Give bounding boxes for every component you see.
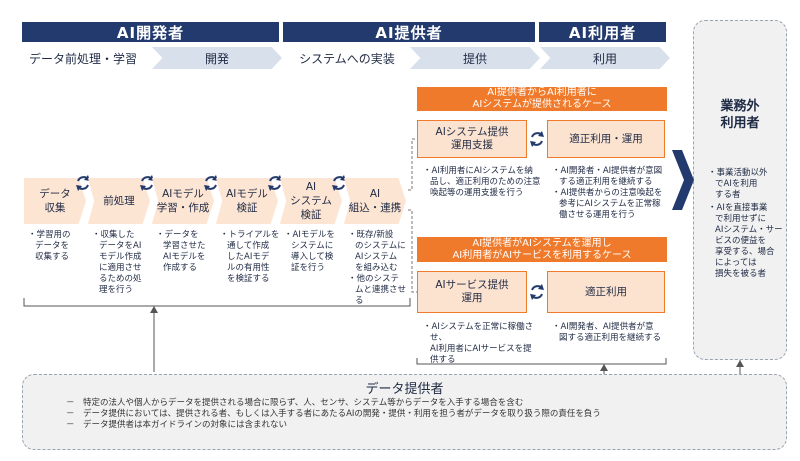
cycle-icon: [76, 175, 90, 191]
process-step-notes: ・データを 学習させた AIモデルを 作成する: [156, 230, 216, 274]
case2-service-notes: ・AIシステムを正常に稼働させ、 AI利用者にAIサービスを提 供する: [423, 322, 543, 366]
case2-proper-use-note: ・AI開発者、AI提供者が意 図する適正利用を継続する: [552, 322, 662, 343]
case1-proper-use-box: 適正利用・運用: [547, 120, 665, 158]
phase-implement: システムへの実装: [299, 51, 395, 66]
cycle-icon: [204, 175, 218, 191]
case2-service-note: ・AIシステムを正常に稼働させ、 AI利用者にAIサービスを提 供する: [423, 322, 534, 365]
cycle-icon: [332, 175, 346, 191]
case1-support-notes: ・AI利用者にAIシステムを納 品し、適正利用のための注意 喚起等の運用支援を行…: [423, 166, 543, 199]
case2-proper-use-box: 適正利用: [547, 271, 665, 313]
process-step-note: ・学習用の データを 収集する: [28, 230, 71, 262]
process-step-notes: ・AIモデルを システムに 導入して検 証を行う: [284, 230, 344, 274]
data-provider-item: － データ提供においては、提供される者、もしくは入手する者にあたるAIの開発・提…: [66, 409, 601, 419]
data-provider-items: － 特定の法人や個人からデータを提供される場合に限らず、人、センサ、システム等か…: [66, 398, 766, 431]
process-step-notes: ・学習用の データを 収集する: [28, 230, 88, 263]
case1-banner: AI提供者からAI利用者に AIシステムが提供されるケース: [417, 87, 667, 111]
header-ai-provider: AI提供者: [283, 22, 535, 42]
data-provider-panel: [22, 374, 787, 450]
process-step-notes: ・既存/新設 のシステムに AIシステム を組み込む・他のシステ ムと連携させ …: [348, 230, 408, 307]
process-step: 前処理: [88, 178, 150, 224]
cycle-icon: [140, 175, 154, 191]
process-step-note: ・AIモデルを システムに 導入して検 証を行う: [284, 230, 335, 273]
phase-provide: 提供: [410, 47, 540, 69]
phase-use: 利用: [540, 47, 670, 69]
process-step-note: ・データを 学習させた AIモデルを 作成する: [156, 230, 206, 273]
data-provider-item: － データ提供者は本ガイドラインの対象には含まれない: [66, 420, 288, 430]
phase-develop: 開発: [152, 47, 282, 69]
case1-support-box: AIシステム提供 運用支援: [417, 120, 527, 158]
phase-develop-label: 開発: [204, 51, 229, 66]
case2-banner: AI提供者がAIシステムを運用し AI利用者がAIサービスを利用するケース: [417, 237, 667, 262]
phase-provide-label: 提供: [462, 51, 487, 66]
case1-proper-use-notes: ・AI開発者・AI提供者が意図 する適正利用を継続する ・AI提供者からの注意喚…: [552, 166, 672, 221]
outside-user-notes: ・事業活動以外 でAIを利用 する者 ・AIを直接事業 で利用せずに AIシステ…: [708, 168, 784, 280]
process-step-note: ・既存/新設 のシステムに AIシステム を組み込む: [348, 230, 406, 273]
cycle-icon: [530, 284, 544, 300]
process-step-note: ・収集した データをAI モデル作成 に適用させ るための処 理を行う: [92, 230, 142, 295]
arrow-to-outside-user: [672, 150, 694, 210]
data-provider-item: － 特定の法人や個人からデータを提供される場合に限らず、人、センサ、システム等か…: [66, 398, 524, 408]
process-step: AIモデル 検証: [216, 178, 278, 224]
phase-data-prep: データ前処理・学習: [28, 51, 137, 66]
case1-proper-use-note: ・AI提供者からの注意喚起を 参考にAIシステムを正常稼 働させる運用を行う: [552, 188, 663, 220]
outside-user-title: 業務外 利用者: [720, 99, 760, 131]
process-step: データ 収集: [24, 178, 86, 224]
cycle-icon: [268, 175, 282, 191]
header-ai-developer: AI開発者: [22, 22, 279, 42]
process-step-notes: ・トライアルを 通して作成 したAIモデ ルの有用性 を検証する: [220, 230, 280, 285]
cycle-icon: [530, 131, 544, 147]
case1-support-note: ・AI利用者にAIシステムを納 品し、適正利用のための注意 喚起等の運用支援を行…: [423, 166, 541, 198]
case2-proper-use-notes: ・AI開発者、AI提供者が意 図する適正利用を継続する: [552, 322, 672, 344]
process-step-note: ・トライアルを 通して作成 したAIモデ ルの有用性 を検証する: [220, 230, 280, 284]
outside-user-note: ・事業活動以外 でAIを利用 する者: [708, 168, 768, 200]
process-step: AI 組込・連携: [344, 178, 406, 224]
process-step: AIモデル 学習・作成: [152, 178, 214, 224]
outside-user-note: ・AIを直接事業 で利用せずに AIシステム・サー ビスの便益を 享受する、場合…: [708, 203, 783, 279]
data-provider-title: データ提供者: [365, 382, 444, 397]
header-ai-user: AI利用者: [539, 22, 666, 42]
outside-user-panel: [693, 20, 787, 360]
process-step: AI システム 検証: [280, 178, 342, 224]
process-step-notes: ・収集した データをAI モデル作成 に適用させ るための処 理を行う: [92, 230, 152, 296]
process-step-note: ・他のシステ ムと連携させ る: [348, 274, 407, 306]
phase-use-label: 利用: [592, 51, 617, 66]
case1-proper-use-note: ・AI開発者・AI提供者が意図 する適正利用を継続する: [552, 166, 663, 187]
case2-service-box: AIサービス提供 運用: [417, 271, 527, 313]
